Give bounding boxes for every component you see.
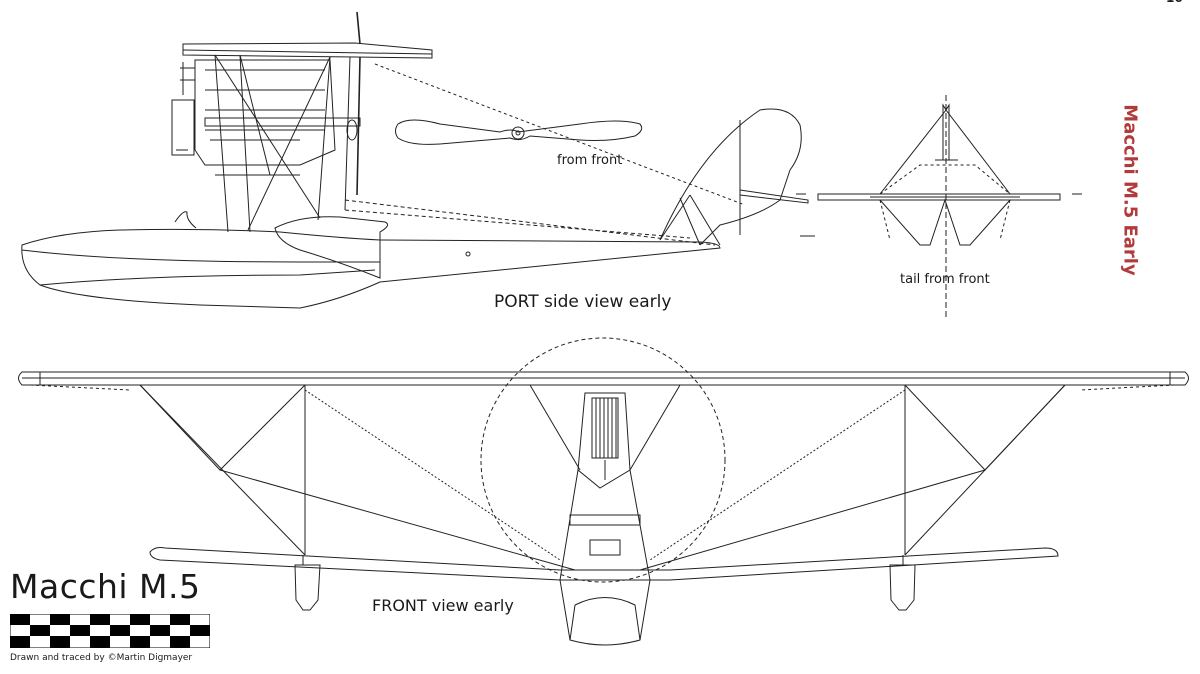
upper-wing [182, 42, 433, 59]
page-number: 16 [1166, 0, 1183, 5]
propeller-front-drawing [395, 119, 643, 145]
propeller-label: from front [557, 153, 623, 168]
drawing-title: Macchi M.5 [10, 567, 201, 606]
port-view-label: PORT side view early [494, 292, 672, 312]
lower-wing-front [149, 547, 1059, 581]
upper-wing-front [18, 371, 1189, 386]
tail-label: tail from front [900, 272, 990, 287]
front-view-label: FRONT view early [372, 596, 514, 615]
vertical-title: Macchi M.5 Early [1119, 104, 1141, 276]
hull [21, 228, 721, 309]
port-side-view-drawing [21, 11, 815, 309]
tail-front-drawing [796, 95, 1082, 320]
front-view-drawing [18, 337, 1189, 646]
tail-fin [659, 108, 802, 246]
credit-text: Drawn and traced by ©Martin Digmayer [10, 653, 193, 663]
scale-bar [9, 613, 211, 652]
